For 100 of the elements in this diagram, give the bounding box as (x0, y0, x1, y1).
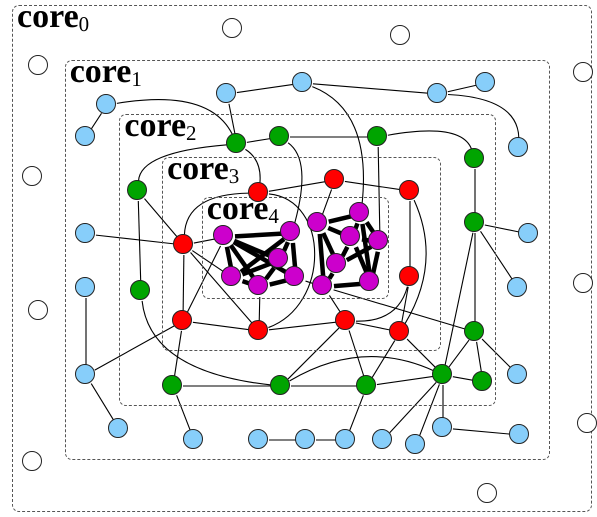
graph-edge (356, 322, 390, 331)
graph-vertex (222, 18, 242, 38)
graph-vertex (372, 429, 392, 450)
graph-vertex (334, 310, 355, 330)
graph-edge (376, 376, 434, 386)
graph-vertex (75, 126, 96, 146)
graph-vertex (172, 234, 193, 254)
graph-vertex (269, 126, 290, 146)
graph-vertex (108, 418, 128, 438)
graph-edge (138, 200, 142, 282)
graph-edge (288, 328, 340, 380)
graph-edge (476, 342, 482, 372)
graph-vertex (388, 320, 409, 341)
graph-edge (174, 330, 182, 376)
graph-edge (333, 289, 466, 330)
graph-edge (305, 280, 315, 284)
graph-edge (348, 330, 364, 377)
core-label: core$_{4}$ (206, 192, 279, 230)
graph-edge (321, 232, 336, 257)
graph-vertex (75, 223, 96, 244)
graph-edge (91, 113, 102, 129)
graph-vertex (248, 320, 268, 340)
graph-vertex (509, 424, 530, 444)
graph-edge (236, 84, 294, 94)
graph-edge (184, 192, 250, 236)
graph-edge (388, 130, 472, 150)
core-region (119, 114, 496, 406)
graph-edge (246, 138, 270, 143)
graph-edge (264, 266, 276, 280)
graph-edge (94, 325, 175, 371)
graph-edge (268, 193, 316, 328)
graph-edge (452, 428, 510, 435)
graph-vertex (508, 137, 528, 158)
graph-vertex (518, 223, 538, 244)
graph-vertex (183, 429, 204, 450)
graph-vertex (368, 230, 388, 250)
graph-vertex (405, 434, 426, 454)
graph-edge (144, 198, 178, 238)
graph-edge (448, 94, 520, 138)
graph-vertex (270, 375, 290, 396)
graph-edge (116, 99, 234, 136)
graph-vertex (248, 429, 268, 450)
graph-edge (356, 286, 408, 322)
graph-vertex (464, 321, 484, 342)
graph-edge (245, 148, 261, 184)
graph-edge (182, 255, 184, 311)
graph-edge (282, 241, 290, 252)
graph-edge (289, 356, 434, 382)
graph-edge (419, 384, 440, 436)
graph-vertex (28, 54, 48, 75)
graph-edge (340, 246, 350, 258)
graph-edge (183, 385, 271, 387)
graph-edge (442, 385, 444, 418)
graph-vertex (326, 253, 346, 274)
graph-vertex (221, 266, 242, 286)
graph-vertex (127, 180, 148, 200)
graph-edge (327, 272, 335, 280)
graph-edge (474, 233, 476, 322)
graph-vertex (572, 272, 593, 293)
graph-edge (364, 221, 376, 235)
core-region (202, 196, 389, 299)
graph-vertex (248, 182, 268, 202)
graph-edge (190, 252, 253, 324)
graph-edge (288, 142, 302, 224)
graph-edge (482, 338, 512, 368)
graph-vertex (22, 450, 42, 471)
core-label: core$_{1}$ (70, 54, 142, 93)
graph-edge (186, 246, 222, 312)
graph-edge (389, 382, 437, 434)
graph-edge (344, 180, 400, 190)
graph-edge (138, 144, 228, 182)
graph-edge (240, 237, 286, 274)
graph-vertex (96, 94, 116, 114)
graph-vertex (28, 300, 48, 320)
graph-edge (409, 201, 411, 267)
graph-edge (228, 244, 256, 280)
graph-vertex (476, 482, 497, 503)
graph-edge (232, 240, 288, 275)
graph-vertex (284, 266, 304, 286)
graph-edge (360, 224, 372, 274)
graph-edge (378, 146, 380, 232)
graph-edge (444, 232, 474, 366)
graph-edge (268, 181, 326, 192)
graph-vertex (248, 275, 268, 296)
graph-vertex (213, 225, 234, 246)
graph-edge (322, 189, 332, 215)
graph-vertex (464, 212, 484, 232)
graph-edge (290, 242, 298, 268)
graph-edge (334, 282, 362, 288)
graph-vertex (340, 226, 360, 246)
graph-edge (404, 200, 427, 324)
graph-edge (318, 234, 326, 278)
graph-edge (234, 231, 282, 239)
graph-vertex (312, 275, 332, 296)
graph-edge (269, 278, 287, 287)
graph-edge (406, 338, 436, 368)
graph-edge (401, 286, 409, 322)
graph-edge (372, 340, 396, 378)
graph-edge (90, 383, 114, 421)
graph-vertex (432, 417, 452, 438)
